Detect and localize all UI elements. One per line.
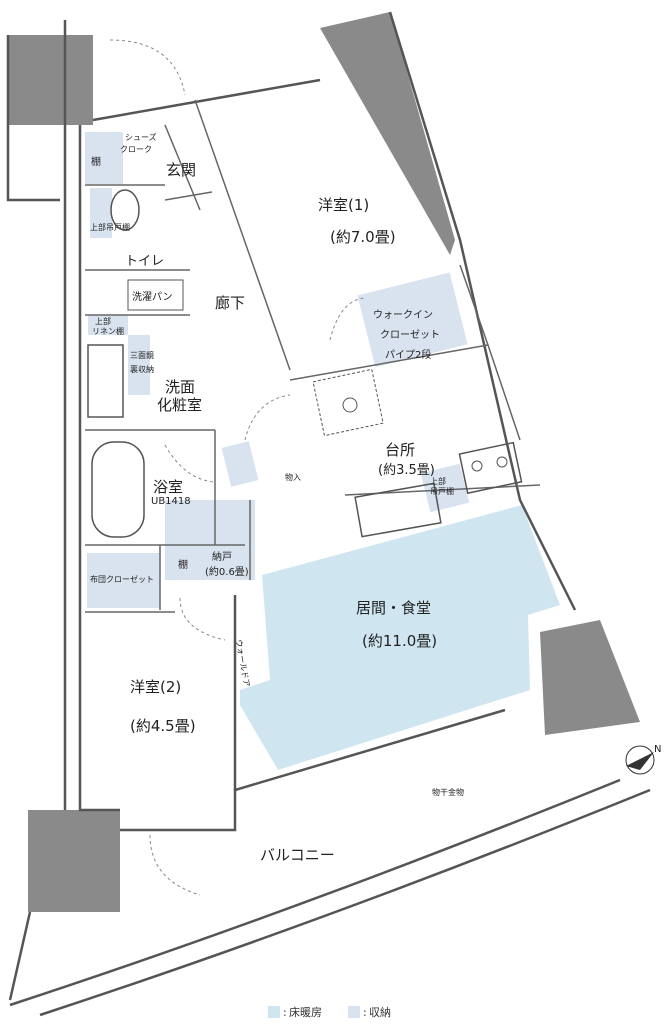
pillar-top-left — [8, 35, 93, 125]
wall-door-label: ウォールドア — [234, 639, 251, 688]
compass-label: N — [654, 744, 661, 755]
pillar-bottom-right — [540, 620, 640, 735]
nando-shelf-label: 棚 — [178, 558, 188, 571]
room-bath-name: 浴室 — [153, 478, 183, 496]
linen-shelf-label-1: 上部 — [95, 316, 111, 326]
wash-basin — [87, 344, 124, 418]
ceiling-fan-icon — [342, 397, 358, 413]
mono-ire-storage — [221, 441, 259, 487]
legend-floor-heating-label: 床暖房 — [289, 1005, 322, 1019]
bathtub — [91, 441, 145, 538]
kitchen-stove — [458, 441, 523, 495]
linen-shelf-storage — [88, 315, 128, 335]
toilet-shelf-storage — [90, 188, 112, 238]
legend-floor-heating-swatch — [268, 1006, 280, 1018]
stove-burner-right — [496, 456, 508, 468]
walk-in-closet-storage — [357, 272, 468, 368]
range-hood — [312, 368, 384, 437]
door-swings — [109, 39, 366, 896]
room-washroom-name-1: 洗面 — [165, 378, 195, 396]
legend-storage-label: 収納 — [369, 1006, 391, 1019]
laundry-pan — [127, 279, 184, 311]
toilet-shelf-label: 上部吊戸棚 — [90, 222, 130, 232]
pillar-bottom-left — [28, 810, 120, 912]
futon-closet-label: 布団クローゼット — [90, 574, 154, 584]
room-entrance-name: 玄関 — [166, 161, 196, 179]
legend-storage-swatch — [348, 1006, 360, 1018]
compass-icon — [625, 745, 655, 775]
wash-shelf-storage — [128, 335, 150, 395]
kitchen-shelf-label-2: 吊戸棚 — [430, 486, 454, 496]
pillar-top-right — [320, 12, 455, 255]
nando-size-label: (約0.6畳) — [205, 565, 249, 578]
room-corridor-name: 廊下 — [215, 294, 245, 312]
shoe-shelf-label: 棚 — [91, 155, 101, 168]
floor-heating-area — [240, 505, 560, 770]
room-washroom-name-2: 化粧室 — [157, 396, 202, 414]
shoe-closet-storage — [85, 132, 123, 184]
room-western1-name: 洋室(1) — [318, 196, 369, 214]
kitchen-shelf-label-1: 上部 — [430, 476, 446, 486]
wash-shelf-label-1: 三面鏡 — [130, 350, 154, 360]
shoe-closet-label-2: クローク — [120, 145, 152, 154]
nando-storage — [165, 500, 255, 580]
walk-in-closet-label-1: ウォークイン — [373, 309, 433, 321]
room-toilet-name: トイレ — [125, 254, 164, 269]
toilet-fixture — [110, 189, 140, 231]
drying-rack-label: 物干金物 — [432, 787, 464, 797]
nando-label: 納戸 — [212, 550, 232, 563]
wash-shelf-label-2: 裏収納 — [130, 364, 154, 374]
kitchen-shelf-storage — [420, 463, 470, 513]
room-bath-unit: UB1418 — [151, 496, 191, 507]
walk-in-closet-label-2: クローゼット — [380, 329, 440, 341]
stove-burner-left — [471, 460, 483, 472]
room-western2-size: (約4.5畳) — [130, 717, 196, 735]
room-balcony-name: バルコニー — [260, 846, 335, 864]
room-western1-size: (約7.0畳) — [330, 228, 396, 246]
kitchen-sink — [354, 482, 442, 538]
laundry-pan-label: 洗濯パン — [132, 291, 173, 303]
room-living-size: (約11.0畳) — [362, 632, 437, 650]
legend-floor-heating-prefix: : — [283, 1006, 287, 1019]
linen-shelf-label-2: リネン棚 — [92, 326, 124, 336]
futon-closet-storage — [87, 553, 160, 608]
mono-ire-label: 物入 — [285, 472, 301, 482]
room-living-name: 居間・食堂 — [356, 599, 431, 617]
shoe-closet-label-1: シューズ — [125, 132, 157, 142]
room-kitchen-size: (約3.5畳) — [378, 463, 435, 478]
room-western2-name: 洋室(2) — [130, 678, 181, 696]
walls — [6, 11, 651, 1017]
legend-storage-prefix: : — [363, 1006, 367, 1019]
walk-in-closet-label-3: パイプ2段 — [385, 348, 431, 361]
room-kitchen-name: 台所 — [385, 441, 415, 459]
